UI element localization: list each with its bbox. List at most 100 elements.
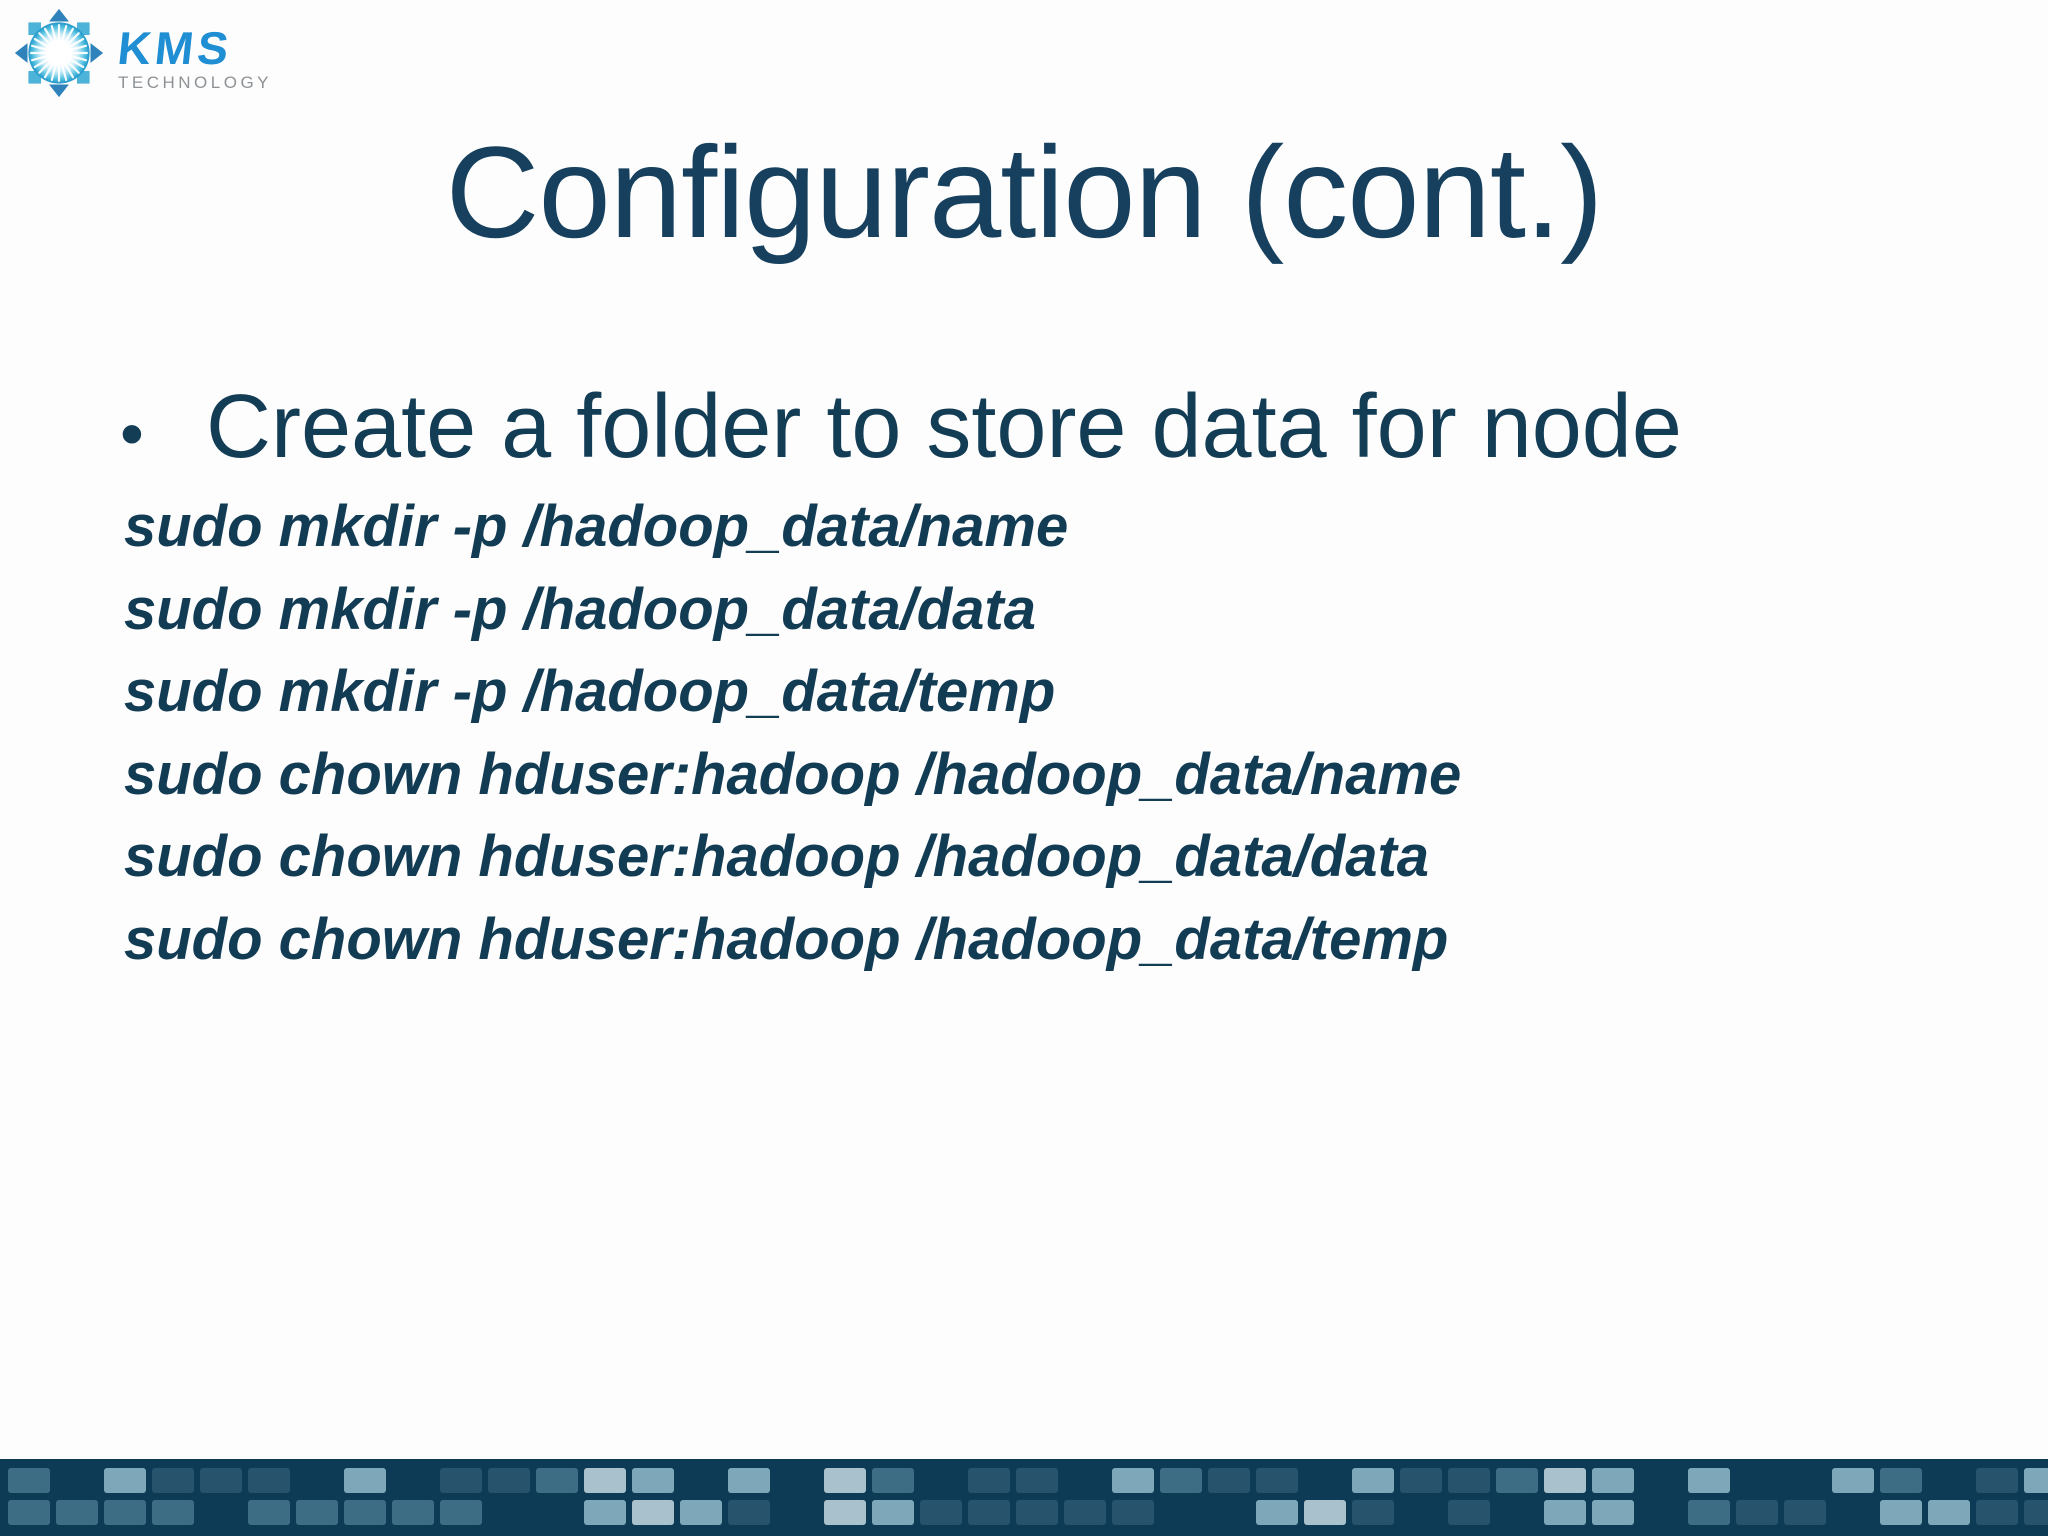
mosaic-square bbox=[1304, 1468, 1346, 1493]
mosaic-square bbox=[56, 1500, 98, 1525]
mosaic-square bbox=[296, 1468, 338, 1493]
logo-technology-text: TECHNOLOGY bbox=[118, 73, 273, 92]
mosaic-square bbox=[1640, 1500, 1682, 1525]
mosaic-square bbox=[1160, 1468, 1202, 1493]
mosaic-square bbox=[776, 1500, 818, 1525]
mosaic-square bbox=[200, 1468, 242, 1493]
mosaic-square bbox=[728, 1500, 770, 1525]
mosaic-square bbox=[1448, 1468, 1490, 1493]
mosaic-square bbox=[1784, 1468, 1826, 1493]
mosaic-square bbox=[1064, 1468, 1106, 1493]
mosaic-square bbox=[1160, 1500, 1202, 1525]
mosaic-square bbox=[8, 1500, 50, 1525]
mosaic-square bbox=[1496, 1468, 1538, 1493]
mosaic-square bbox=[1064, 1500, 1106, 1525]
command-line: sudo chown hduser:hadoop /hadoop_data/na… bbox=[124, 741, 1462, 807]
mosaic-square bbox=[152, 1468, 194, 1493]
mosaic-square bbox=[1736, 1468, 1778, 1493]
mosaic-square bbox=[1976, 1500, 2018, 1525]
mosaic-square bbox=[968, 1468, 1010, 1493]
mosaic-square bbox=[1784, 1500, 1826, 1525]
mosaic-square bbox=[104, 1500, 146, 1525]
kms-sunburst-icon bbox=[14, 8, 104, 98]
slide-title: Configuration (cont.) bbox=[445, 119, 1604, 265]
mosaic-square bbox=[440, 1500, 482, 1525]
mosaic-square bbox=[1400, 1468, 1442, 1493]
bullet-item: • Create a folder to store data for node bbox=[120, 372, 1682, 489]
mosaic-square bbox=[296, 1500, 338, 1525]
mosaic-square bbox=[8, 1468, 50, 1493]
mosaic-square bbox=[536, 1500, 578, 1525]
mosaic-square bbox=[2024, 1500, 2048, 1525]
mosaic-square bbox=[200, 1500, 242, 1525]
mosaic-square bbox=[1112, 1500, 1154, 1525]
mosaic-square bbox=[680, 1468, 722, 1493]
mosaic-square bbox=[920, 1468, 962, 1493]
mosaic-square bbox=[1448, 1500, 1490, 1525]
mosaic-square bbox=[248, 1468, 290, 1493]
mosaic-square bbox=[1256, 1468, 1298, 1493]
logo-brand-text: KMS bbox=[115, 22, 235, 74]
mosaic-square bbox=[1256, 1500, 1298, 1525]
mosaic-square bbox=[440, 1468, 482, 1493]
sun-rays bbox=[30, 24, 88, 82]
mosaic-square bbox=[632, 1500, 674, 1525]
bullet-text: Create a folder to store data for node bbox=[206, 377, 1682, 477]
mosaic-square bbox=[488, 1468, 530, 1493]
command-line: sudo mkdir -p /hadoop_data/temp bbox=[124, 659, 1056, 724]
mosaic-square bbox=[1928, 1468, 1970, 1493]
mosaic-square bbox=[1928, 1500, 1970, 1525]
mosaic-square bbox=[536, 1468, 578, 1493]
compass-point-triangles bbox=[14, 8, 104, 98]
mosaic-row-top bbox=[8, 1468, 2048, 1493]
mosaic-square bbox=[1688, 1500, 1730, 1525]
mosaic-square bbox=[1208, 1468, 1250, 1493]
mosaic-square bbox=[1400, 1500, 1442, 1525]
mosaic-square bbox=[1592, 1500, 1634, 1525]
mosaic-square bbox=[1208, 1500, 1250, 1525]
command-line: sudo chown hduser:hadoop /hadoop_data/te… bbox=[124, 906, 1449, 972]
mosaic-square bbox=[584, 1468, 626, 1493]
mosaic-square bbox=[1976, 1468, 2018, 1493]
mosaic-square bbox=[1592, 1468, 1634, 1493]
mosaic-square bbox=[872, 1500, 914, 1525]
mosaic-square bbox=[392, 1500, 434, 1525]
bullet-icon: • bbox=[120, 396, 144, 472]
mosaic-square bbox=[824, 1468, 866, 1493]
mosaic-square bbox=[1880, 1468, 1922, 1493]
mosaic-square bbox=[1880, 1500, 1922, 1525]
mosaic-square bbox=[1736, 1500, 1778, 1525]
mosaic-square bbox=[1016, 1468, 1058, 1493]
mosaic-square bbox=[1544, 1468, 1586, 1493]
mosaic-square bbox=[1112, 1468, 1154, 1493]
mosaic-square bbox=[968, 1500, 1010, 1525]
mosaic-square bbox=[104, 1468, 146, 1493]
mosaic-square bbox=[1640, 1468, 1682, 1493]
mosaic-square bbox=[1832, 1468, 1874, 1493]
mosaic-square bbox=[680, 1500, 722, 1525]
mosaic-square bbox=[632, 1468, 674, 1493]
mosaic-square bbox=[1304, 1500, 1346, 1525]
logo-wordmark: KMS TECHNOLOGY bbox=[115, 15, 273, 92]
mosaic-square bbox=[344, 1468, 386, 1493]
command-line: sudo mkdir -p /hadoop_data/data bbox=[124, 576, 1036, 642]
mosaic-square bbox=[776, 1468, 818, 1493]
mosaic-square bbox=[152, 1500, 194, 1525]
mosaic-square bbox=[392, 1468, 434, 1493]
mosaic-square bbox=[56, 1468, 98, 1493]
mosaic-square bbox=[728, 1468, 770, 1493]
mosaic-square bbox=[1352, 1468, 1394, 1493]
mosaic-square bbox=[1688, 1468, 1730, 1493]
mosaic-square bbox=[920, 1500, 962, 1525]
command-line: sudo chown hduser:hadoop /hadoop_data/da… bbox=[124, 824, 1430, 889]
mosaic-square bbox=[1496, 1500, 1538, 1525]
mosaic-square bbox=[872, 1468, 914, 1493]
mosaic-square bbox=[1544, 1500, 1586, 1525]
mosaic-square bbox=[488, 1500, 530, 1525]
mosaic-square bbox=[344, 1500, 386, 1525]
mosaic-square bbox=[2024, 1468, 2048, 1493]
mosaic-square bbox=[1016, 1500, 1058, 1525]
mosaic-square bbox=[1352, 1500, 1394, 1525]
